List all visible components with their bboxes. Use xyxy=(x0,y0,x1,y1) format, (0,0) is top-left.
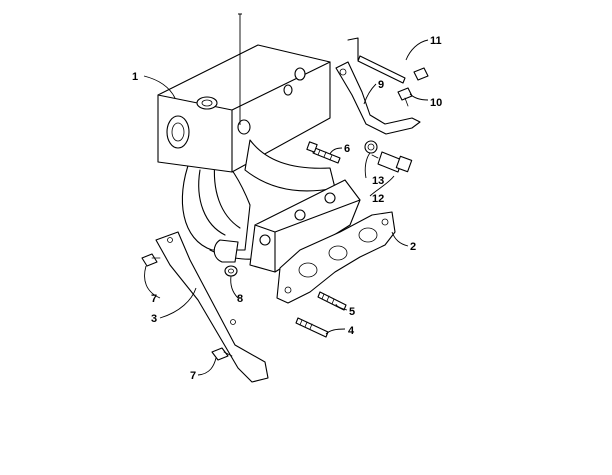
callout-13: 13 xyxy=(372,175,384,187)
callout-8: 8 xyxy=(237,293,243,305)
callout-7-upper: 7 xyxy=(151,293,157,305)
callout-4: 4 xyxy=(348,325,355,337)
bolt-7-lower xyxy=(211,347,233,361)
stud-4 xyxy=(295,317,329,338)
callout-7-lower: 7 xyxy=(190,370,196,382)
stud-5 xyxy=(317,291,347,311)
leader-lines xyxy=(143,39,429,376)
washer-8 xyxy=(224,265,238,277)
bolt-6 xyxy=(306,141,341,164)
manifold-flange xyxy=(213,179,361,273)
callout-9: 9 xyxy=(378,79,384,91)
callout-labels: 1 2 3 4 5 6 7 7 8 9 10 11 12 13 xyxy=(132,35,442,382)
callout-5: 5 xyxy=(349,306,355,318)
callout-1: 1 xyxy=(132,71,138,83)
screw-10 xyxy=(397,87,413,107)
callout-2: 2 xyxy=(410,241,416,253)
washer-13 xyxy=(364,140,378,154)
callout-11: 11 xyxy=(430,35,442,47)
callout-3: 3 xyxy=(151,313,157,325)
reference-line xyxy=(238,13,242,125)
bolt-7-upper xyxy=(141,253,161,267)
strap-11 xyxy=(357,55,429,84)
callout-12: 12 xyxy=(372,193,384,205)
exhaust-manifold xyxy=(157,44,336,260)
sensor-12 xyxy=(371,151,413,173)
exhaust-gasket xyxy=(276,211,396,304)
heat-shield-bracket xyxy=(335,37,421,135)
callout-6: 6 xyxy=(344,143,350,155)
support-bracket xyxy=(155,231,269,383)
callout-10: 10 xyxy=(430,97,442,109)
